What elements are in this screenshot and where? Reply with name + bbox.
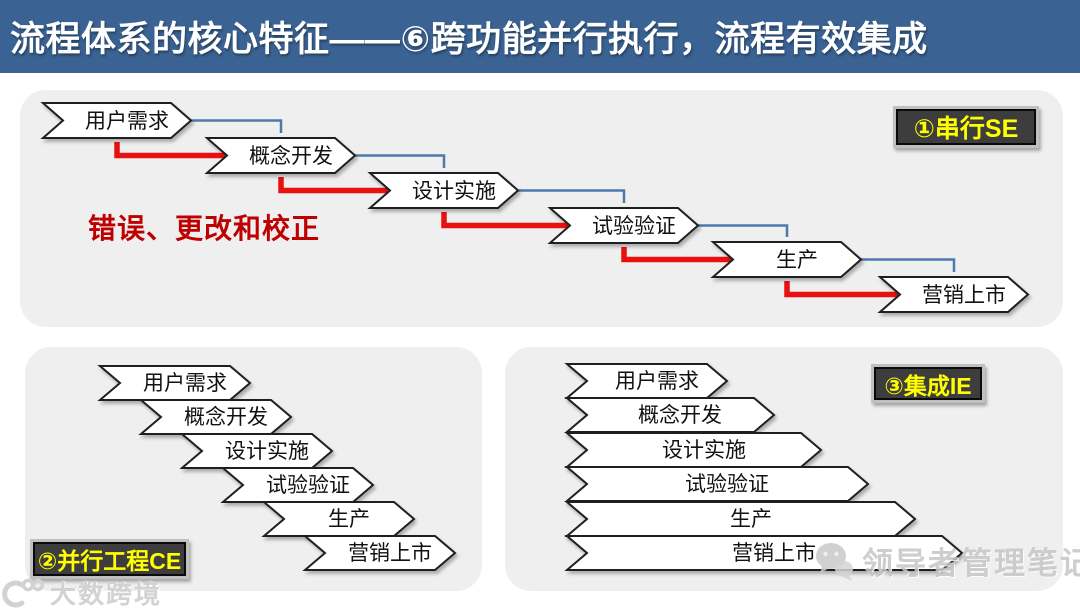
stage-label: 生产 xyxy=(776,249,818,272)
concurrent-ce-diagram: 用户需求 概念开发 设计实施 试验验证 生产 营销上市 xyxy=(97,365,457,571)
concurrent-ce-badge: ②并行工程CE xyxy=(30,539,189,579)
wechat-icon xyxy=(816,542,853,581)
stage-label: 生产 xyxy=(730,508,772,531)
stage-label: 营销上市 xyxy=(732,542,816,565)
rework-arrow xyxy=(621,247,731,263)
forward-arrow xyxy=(518,189,626,203)
serial-se-panel xyxy=(20,90,1063,327)
stage-label: 用户需求 xyxy=(85,110,169,133)
stage-label: 营销上市 xyxy=(348,542,432,565)
integrated-ie-diagram: 用户需求 概念开发 设计实施 试验验证 生产 营销上市 xyxy=(564,363,964,571)
watermark-bottom-right: 领导者管理笔记 xyxy=(812,538,1080,583)
dashu-logo-icon xyxy=(2,578,44,607)
page-title: 流程体系的核心特征——⑥跨功能并行执行，流程有效集成 xyxy=(10,20,928,59)
rework-annotation: 错误、更改和校正 xyxy=(88,213,321,244)
serial-se-badge: ①串行SE xyxy=(893,106,1039,148)
stage-chevron xyxy=(710,241,863,278)
stage-label: 用户需求 xyxy=(143,372,227,395)
forward-arrow xyxy=(191,119,283,133)
stage-label: 用户需求 xyxy=(615,370,699,393)
stage-label: 试验验证 xyxy=(266,474,350,497)
stage-chevron xyxy=(367,172,520,209)
stage-label: 概念开发 xyxy=(249,145,333,168)
stage-chevron xyxy=(547,207,700,244)
stage-chevron xyxy=(302,535,457,571)
forward-arrow xyxy=(355,154,446,168)
stage-chevron xyxy=(877,276,1030,313)
header-bar: 流程体系的核心特征——⑥跨功能并行执行，流程有效集成 xyxy=(0,0,1080,73)
stage-label: 设计实施 xyxy=(412,180,496,203)
forward-arrow xyxy=(698,224,789,237)
stage-label: 设计实施 xyxy=(662,439,746,462)
rework-arrow xyxy=(114,142,225,159)
stage-label: 营销上市 xyxy=(922,284,1006,307)
stage-chevron xyxy=(40,102,193,139)
stage-label: 概念开发 xyxy=(184,406,268,429)
watermark-bottom-left: 大数跨境 xyxy=(2,574,162,611)
watermark-text: 大数跨境 xyxy=(50,579,163,609)
watermark-text: 领导者管理笔记 xyxy=(862,546,1080,581)
stage-chevron xyxy=(204,137,357,174)
stage-chevron xyxy=(564,535,964,571)
rework-arrow xyxy=(784,281,898,298)
integrated-ie-badge: ③集成IE xyxy=(871,364,985,403)
rework-arrow xyxy=(278,177,388,194)
forward-arrow xyxy=(861,258,956,272)
serial-se-diagram: 用户需求 概念开发 设计实施 试验验证 生产 营销上市 xyxy=(40,102,1030,313)
stage-label: 生产 xyxy=(328,508,370,531)
stage-label: 试验验证 xyxy=(685,473,769,496)
rework-arrow xyxy=(441,212,568,229)
stage-label: 概念开发 xyxy=(638,404,722,427)
stage-label: 试验验证 xyxy=(592,215,676,238)
stage-label: 设计实施 xyxy=(225,440,309,463)
